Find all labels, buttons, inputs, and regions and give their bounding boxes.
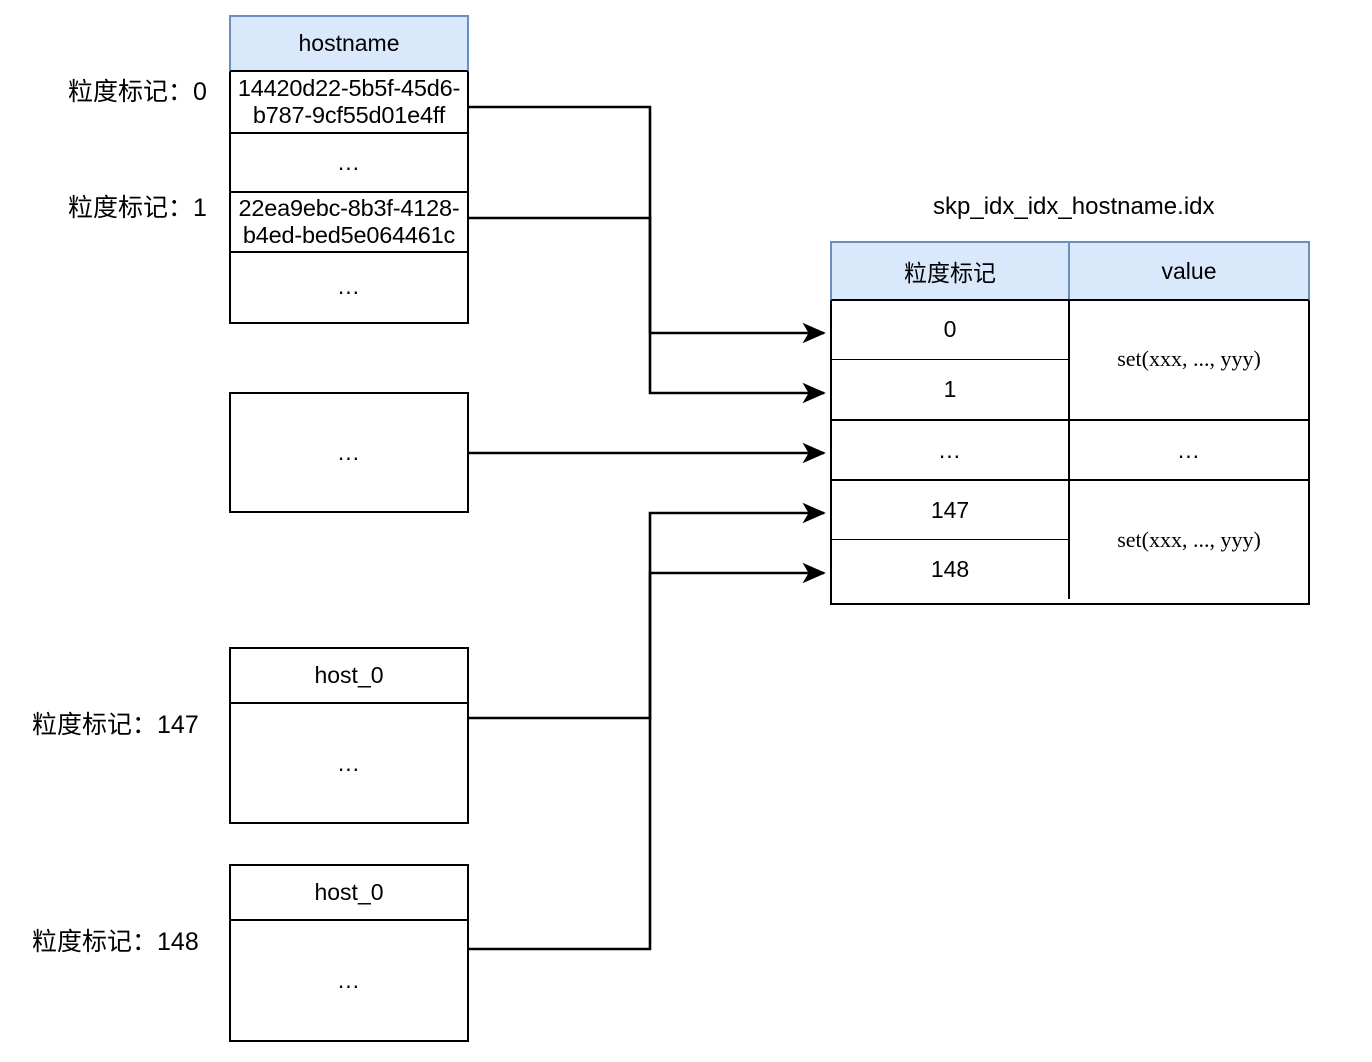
hostname-row-value: 22ea9ebc-8b3f-4128-b4ed-bed5e064461c <box>231 191 467 251</box>
index-column-header-value: value <box>1161 257 1217 284</box>
granule-label-value: 1 <box>193 194 207 222</box>
granule-block-147: host_0 ... <box>229 647 469 824</box>
granule-label-text: 粒度标记： <box>68 194 194 222</box>
index-key-cell: 1 <box>832 359 1068 419</box>
wire-granule-147 <box>469 502 826 720</box>
index-value-column: set(xxx, ..., yyy) ... set(xxx, ..., yyy… <box>1070 299 1308 599</box>
index-value-cell: set(xxx, ..., yyy) <box>1070 479 1308 599</box>
index-key-cell: 147 <box>832 479 1068 539</box>
granule-label-value: 0 <box>193 78 207 106</box>
granule-block-ellipsis: ... <box>229 392 469 513</box>
wire-granule-0 <box>469 105 826 344</box>
index-table-header-row: 粒度标记 value <box>830 241 1310 301</box>
granule-label-1: 粒度标记：1 <box>68 196 207 221</box>
hostname-table-header: hostname <box>229 15 469 72</box>
granule-label-text: 粒度标记： <box>68 78 194 106</box>
granule-block-body: ... <box>337 439 361 465</box>
hostname-row-ellipsis: ... <box>231 251 467 320</box>
index-key-cell: ... <box>832 419 1068 479</box>
index-key-cell: 0 <box>943 315 957 342</box>
granule-label-148: 粒度标记：148 <box>32 930 199 955</box>
granule-label-value: 148 <box>157 928 199 956</box>
granule-label-0: 粒度标记：0 <box>68 80 207 105</box>
granule-label-text: 粒度标记： <box>32 928 158 956</box>
granule-block-header: host_0 <box>231 866 467 921</box>
hostname-row-ellipsis: ... <box>231 132 467 191</box>
index-key-cell: 148 <box>832 539 1068 599</box>
wire-granule-1 <box>469 216 826 404</box>
index-title: skp_idx_idx_hostname.idx <box>933 193 1215 220</box>
granule-block-148: host_0 ... <box>229 864 469 1042</box>
granule-label-value: 147 <box>157 711 199 739</box>
index-column-header-key: 粒度标记 <box>832 243 1071 299</box>
hostname-table: hostname 14420d22-5b5f-45d6-b787-9cf55d0… <box>229 15 469 324</box>
hostname-table-body: 14420d22-5b5f-45d6-b787-9cf55d01e4ff ...… <box>229 72 469 324</box>
index-value-cell: set(xxx, ..., yyy) <box>1117 346 1261 371</box>
hostname-row-value: 14420d22-5b5f-45d6-b787-9cf55d01e4ff <box>237 75 461 128</box>
granule-block-body: ... <box>337 749 361 776</box>
index-table-body: 0 1 ... 147 148 set(xxx, ..., yyy) ... s… <box>832 299 1308 599</box>
granule-block-header: host_0 <box>231 649 467 704</box>
granule-block-body: ... <box>337 967 361 993</box>
granule-label-text: 粒度标记： <box>32 711 158 739</box>
index-key-column: 0 1 ... 147 148 <box>832 299 1070 599</box>
index-table: 粒度标记 value 0 1 ... 147 148 set(xxx, ...,… <box>830 241 1310 605</box>
wire-granule-148 <box>469 562 826 951</box>
granule-label-147: 粒度标记：147 <box>32 713 199 738</box>
index-value-cell: ... <box>1070 419 1308 479</box>
